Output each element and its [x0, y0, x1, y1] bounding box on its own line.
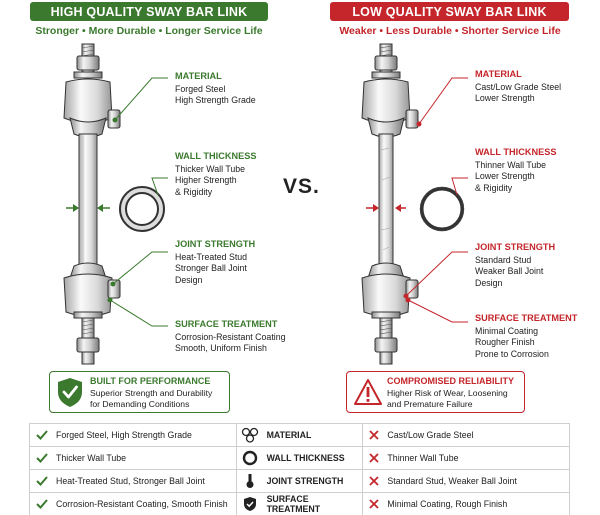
warning-icon	[354, 379, 382, 405]
bad-title: LOW QUALITY SWAY BAR LINK	[352, 4, 547, 19]
bad-cell: Thinner Wall Tube	[387, 453, 459, 463]
good-callout-wall-thickness: WALL THICKNESS Thicker Wall Tube Higher …	[175, 151, 257, 197]
bad-callout-material: MATERIAL Cast/Low Grade Steel Lower Stre…	[475, 69, 562, 103]
bad-callout-surface-treatment: SURFACE TREATMENT Minimal Coating Roughe…	[475, 313, 578, 359]
ring-icon	[242, 450, 257, 466]
good-badge-desc: Superior Strength and Durability for Dem…	[90, 388, 213, 409]
good-title: HIGH QUALITY SWAY BAR LINK	[50, 4, 248, 19]
stud-icon	[246, 474, 254, 488]
good-cell: Heat-Treated Stud, Stronger Ball Joint	[56, 476, 205, 486]
x-icon	[369, 499, 380, 509]
good-leader-lines	[107, 77, 168, 327]
check-icon	[36, 453, 48, 463]
table-row: Heat-Treated Stud, Stronger Ball Joint J…	[29, 469, 570, 493]
good-badge-title: BUILT FOR PERFORMANCE	[90, 376, 211, 386]
bad-badge-title: COMPROMISED RELIABILITY	[387, 376, 515, 386]
metric-label: SURFACE TREATMENT	[266, 494, 321, 514]
link-illustration	[63, 43, 468, 365]
table-row: Thicker Wall Tube WALL THICKNESS Thinner…	[29, 446, 570, 470]
x-icon	[369, 476, 380, 486]
check-icon	[36, 430, 48, 440]
check-icon	[36, 499, 48, 509]
bad-link-drawing	[361, 43, 419, 365]
table-row: Corrosion-Resistant Coating, Smooth Fini…	[29, 492, 570, 515]
bad-callout-joint-strength: JOINT STRENGTH Standard Stud Weaker Ball…	[475, 242, 556, 288]
x-icon	[369, 430, 380, 440]
good-callout-joint-strength: JOINT STRENGTH Heat-Treated Stud Stronge…	[175, 239, 256, 285]
atoms-icon	[241, 427, 258, 443]
check-icon	[36, 476, 48, 486]
good-title-banner: HIGH QUALITY SWAY BAR LINK	[30, 2, 268, 21]
bad-badge-desc: Higher Risk of Wear, Loosening and Prema…	[387, 388, 508, 409]
bad-cell: Cast/Low Grade Steel	[387, 430, 474, 440]
x-icon	[369, 453, 380, 463]
good-callout-material: MATERIAL Forged Steel High Strength Grad…	[175, 71, 256, 105]
metric-label: MATERIAL	[266, 430, 312, 440]
comparison-table: Forged Steel, High Strength Grade MATERI…	[29, 423, 570, 515]
good-subtitle: Stronger • More Durable • Longer Service…	[35, 25, 263, 37]
good-callout-surface-treatment: SURFACE TREATMENT Corrosion-Resistant Co…	[175, 319, 286, 353]
bad-leader-lines	[403, 77, 468, 323]
bad-badge: COMPROMISED RELIABILITY Higher Risk of W…	[346, 371, 525, 413]
vs-label: VS.	[283, 175, 320, 198]
bad-callout-wall-thickness: WALL THICKNESS Thinner Wall Tube Lower S…	[475, 147, 557, 193]
bad-thickness-arrows	[366, 204, 406, 212]
good-cell: Corrosion-Resistant Coating, Smooth Fini…	[56, 499, 228, 509]
good-link-drawing	[63, 43, 121, 365]
metric-label: JOINT STRENGTH	[266, 476, 344, 486]
good-cross-section	[119, 186, 165, 232]
shield-icon	[243, 497, 256, 511]
good-thickness-arrows	[66, 204, 110, 212]
shield-check-icon	[58, 378, 82, 407]
good-badge: BUILT FOR PERFORMANCE Superior Strength …	[49, 371, 230, 413]
bad-subtitle: Weaker • Less Durable • Shorter Service …	[339, 25, 561, 37]
bad-cell: Standard Stud, Weaker Ball Joint	[387, 476, 517, 486]
table-row: Forged Steel, High Strength Grade MATERI…	[29, 423, 570, 447]
bad-cross-section	[419, 186, 465, 232]
bad-title-banner: LOW QUALITY SWAY BAR LINK	[330, 2, 569, 21]
good-cell: Thicker Wall Tube	[56, 453, 127, 463]
metric-label: WALL THICKNESS	[266, 453, 345, 463]
bad-cell: Minimal Coating, Rough Finish	[387, 499, 508, 509]
good-cell: Forged Steel, High Strength Grade	[56, 430, 192, 440]
